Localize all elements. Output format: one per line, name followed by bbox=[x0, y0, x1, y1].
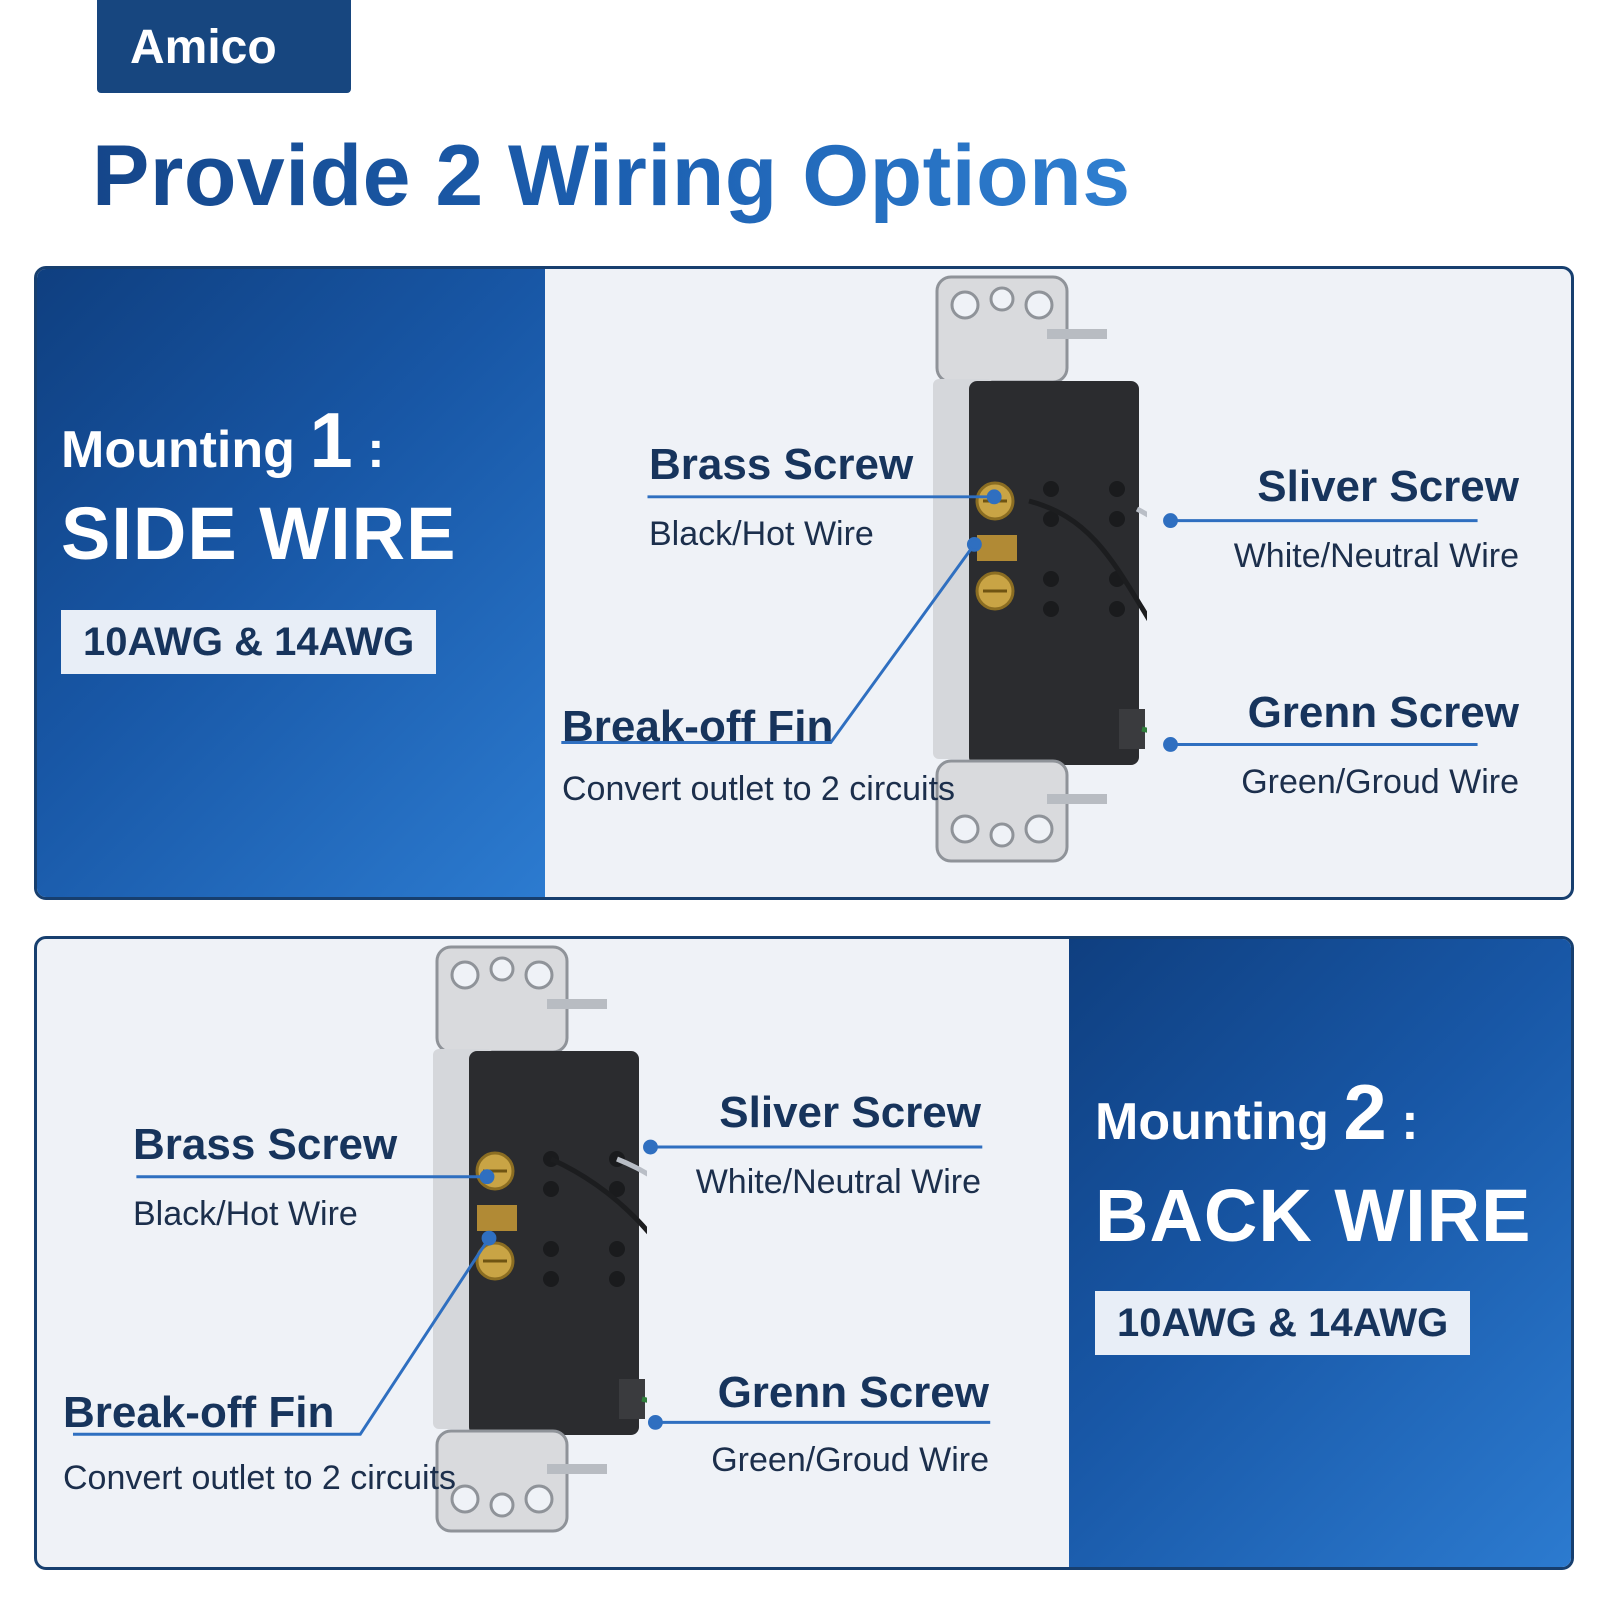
page-title: Provide 2 Wiring Options bbox=[92, 125, 1131, 228]
brand-logo: Amico bbox=[97, 0, 351, 93]
break-off-fin-description: Convert outlet to 2 circuits bbox=[562, 770, 956, 808]
mounting-heading: Mounting 2 : bbox=[1095, 1073, 1419, 1151]
silver-screw-description: White/Neutral Wire bbox=[695, 1163, 981, 1201]
silver-screw-label: Sliver Screw bbox=[1257, 462, 1519, 511]
option-panel-side-wire: Mounting 1 : SIDE WIRE 10AWG & 14AWG bbox=[34, 266, 1574, 900]
wire-type-title: BACK WIRE bbox=[1095, 1174, 1532, 1257]
mounting-word: Mounting bbox=[1095, 1093, 1329, 1151]
silver-screw-label: Sliver Screw bbox=[719, 1088, 981, 1137]
brass-screw-description: Black/Hot Wire bbox=[649, 515, 874, 553]
mounting-word: Mounting bbox=[61, 421, 295, 479]
green-screw-label: Grenn Screw bbox=[1247, 688, 1519, 737]
brass-screw-label: Brass Screw bbox=[649, 440, 914, 489]
break-off-fin-label: Break-off Fin bbox=[562, 702, 834, 751]
brass-screw-label: Brass Screw bbox=[133, 1120, 398, 1169]
amico-logo-icon: Amico bbox=[130, 21, 277, 74]
green-screw-description: Green/Groud Wire bbox=[1241, 763, 1519, 801]
break-off-fin-description: Convert outlet to 2 circuits bbox=[63, 1459, 457, 1497]
wire-type-title: SIDE WIRE bbox=[61, 492, 457, 575]
mounting-colon: : bbox=[367, 421, 385, 479]
mounting-colon: : bbox=[1401, 1093, 1419, 1151]
wire-gauge-badge: 10AWG & 14AWG bbox=[61, 610, 437, 674]
green-screw-description: Green/Groud Wire bbox=[711, 1441, 989, 1479]
wire-gauge-badge: 10AWG & 14AWG bbox=[1095, 1291, 1471, 1355]
mounting-info-block: Mounting 2 : BACK WIRE 10AWG & 14AWG bbox=[1069, 939, 1571, 1567]
mounting-info-block: Mounting 1 : SIDE WIRE 10AWG & 14AWG bbox=[37, 269, 545, 897]
option-panel-back-wire: Mounting 2 : BACK WIRE 10AWG & 14AWG bbox=[34, 936, 1574, 1570]
brass-screw-description: Black/Hot Wire bbox=[133, 1195, 358, 1233]
green-screw-label: Grenn Screw bbox=[717, 1368, 989, 1417]
silver-screw-description: White/Neutral Wire bbox=[1233, 537, 1519, 575]
break-off-fin-label: Break-off Fin bbox=[63, 1388, 335, 1437]
mounting-number: 1 bbox=[309, 396, 353, 484]
outlet-back-view-illustration bbox=[433, 945, 647, 1533]
svg-text:Amico: Amico bbox=[130, 21, 277, 74]
mounting-number: 2 bbox=[1343, 1068, 1387, 1156]
mounting-heading: Mounting 1 : bbox=[61, 401, 385, 479]
